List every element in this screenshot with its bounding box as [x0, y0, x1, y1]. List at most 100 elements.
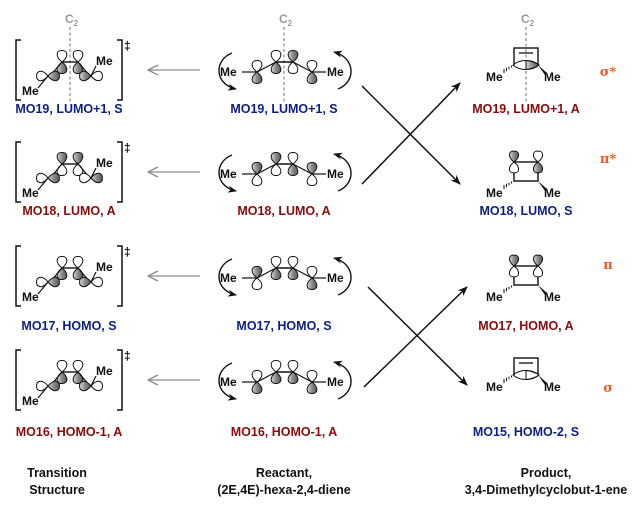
ts-orbital-label: MO18, LUMO, A — [22, 204, 115, 218]
hashed-bond — [503, 374, 515, 384]
methyl-label: Me — [96, 364, 113, 378]
methyl-bond — [37, 75, 49, 89]
shaded-lobe — [270, 267, 282, 280]
open-lobe — [270, 360, 282, 373]
open-lobe — [36, 70, 49, 82]
open-lobe — [306, 370, 318, 383]
methyl-label: Me — [22, 290, 39, 304]
p-orbital — [270, 360, 282, 384]
methyl-label: Me — [327, 375, 344, 389]
p-orbital-rotated — [79, 70, 103, 82]
reactant-bond — [256, 371, 277, 383]
right-bracket — [117, 141, 123, 203]
shaded-lobe — [72, 152, 84, 165]
shaded-lobe — [287, 371, 299, 384]
rotation-arrow-right — [333, 360, 352, 400]
right-bracket — [117, 245, 123, 307]
product-orbital-label: MO15, HOMO-2, S — [473, 425, 579, 439]
left-bracket — [15, 39, 21, 101]
wedge-bond — [538, 375, 547, 385]
reactant-orbital-label: MO17, HOMO, S — [236, 319, 331, 333]
p-orbital — [287, 256, 299, 280]
wedge-bond — [538, 285, 547, 295]
methyl-bond — [37, 177, 49, 191]
double-dagger-symbol: ‡ — [124, 349, 131, 363]
shaded-lobe — [251, 381, 263, 394]
open-lobe — [532, 265, 544, 278]
reactant-bond — [256, 163, 277, 175]
double-dagger-symbol: ‡ — [124, 245, 131, 259]
p-orbital — [287, 152, 299, 176]
c2-axis-subscript: 2 — [288, 19, 293, 28]
rotation-arrow-left — [218, 362, 237, 401]
p-orbital-rotated — [79, 276, 103, 288]
p-orbital-rotated — [36, 276, 60, 288]
rotation-arrow-right — [333, 152, 352, 192]
methyl-label: Me — [22, 84, 39, 98]
shaded-lobe — [287, 267, 299, 280]
methyl-bond — [37, 281, 49, 295]
sigma-orbital-phase — [525, 59, 540, 71]
shaded-lobe — [306, 162, 318, 175]
wedge-bond — [538, 181, 547, 191]
open-lobe — [306, 60, 318, 73]
orbital-type-tag: σ* — [600, 65, 617, 80]
p-orbital — [287, 360, 299, 384]
open-lobe — [90, 276, 103, 288]
ts-arrow-head — [146, 270, 159, 282]
orbital-type-tag: σ — [603, 381, 613, 396]
rotation-arrow-left — [218, 258, 237, 297]
shaded-lobe — [56, 267, 68, 280]
product-column-title-line2: 3,4-Dimethylcyclobut-1-ene — [465, 483, 628, 497]
right-bracket — [117, 39, 123, 101]
p-orbital-rotated — [36, 70, 60, 82]
double-dagger-symbol: ‡ — [124, 39, 131, 53]
open-lobe — [72, 360, 84, 373]
open-lobe — [56, 256, 68, 269]
shaded-lobe — [79, 380, 92, 392]
c2-axis-subscript: 2 — [530, 19, 535, 28]
p-orbital — [270, 152, 282, 176]
c2-axis-label: C2 — [65, 12, 79, 28]
ts-arrow-head — [146, 374, 159, 386]
methyl-label: Me — [544, 70, 561, 84]
methyl-label: Me — [486, 290, 503, 304]
transition-column-title-line1: Transition — [27, 466, 87, 480]
methyl-label: Me — [544, 186, 561, 200]
shaded-lobe — [79, 70, 92, 82]
p-orbital — [251, 266, 263, 290]
methyl-bond — [37, 385, 49, 399]
shaded-lobe — [287, 50, 299, 63]
left-bracket — [15, 141, 21, 203]
open-lobe — [270, 256, 282, 269]
shaded-lobe — [47, 276, 60, 288]
open-lobe — [508, 265, 520, 278]
p-orbital — [251, 370, 263, 394]
p-orbital-rotated — [79, 380, 103, 392]
shaded-lobe — [532, 254, 544, 267]
left-bracket — [15, 349, 21, 411]
methyl-label: Me — [327, 167, 344, 181]
p-orbital-rotated — [79, 172, 103, 184]
p-orbital — [56, 256, 68, 280]
open-lobe — [251, 370, 263, 383]
product-orbital-label: MO18, LUMO, S — [479, 204, 572, 218]
open-lobe — [306, 173, 318, 186]
methyl-label: Me — [96, 54, 113, 68]
ts-orbital-label: MO17, HOMO, S — [21, 319, 116, 333]
p-orbital — [508, 254, 520, 278]
methyl-bond — [90, 375, 97, 387]
wedge-bond — [538, 65, 547, 75]
open-lobe — [270, 50, 282, 63]
correlation-arrows — [361, 82, 468, 388]
open-lobe — [56, 360, 68, 373]
open-lobe — [36, 380, 49, 392]
shaded-lobe — [306, 381, 318, 394]
shaded-lobe — [56, 371, 68, 384]
product-orbital-label: MO17, HOMO, A — [478, 319, 573, 333]
methyl-bond — [90, 65, 97, 77]
